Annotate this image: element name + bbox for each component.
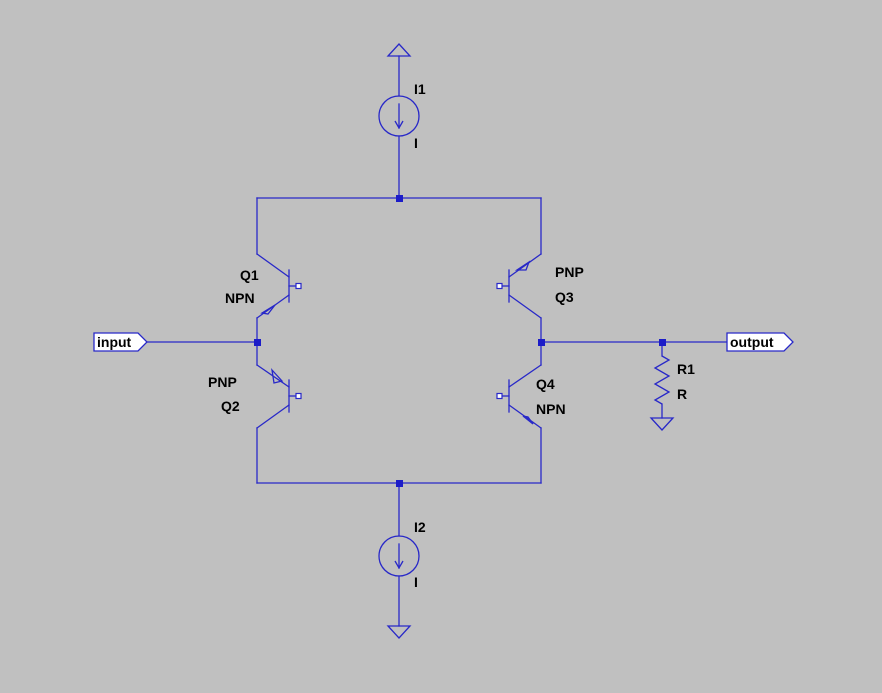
junction-output-node <box>538 339 545 346</box>
q4-name: Q4 <box>536 376 555 392</box>
q3-model: PNP <box>555 264 584 280</box>
q2-model: PNP <box>208 374 237 390</box>
output-port-label: output <box>730 334 774 350</box>
q4-model: NPN <box>536 401 566 417</box>
transistor-q2[interactable]: PNP Q2 <box>208 364 302 429</box>
output-port[interactable]: output <box>726 332 794 352</box>
current-source-i2[interactable]: I2 I <box>378 519 426 590</box>
junction-r1 <box>659 339 666 346</box>
i2-name: I2 <box>414 519 426 535</box>
i1-value: I <box>414 135 418 151</box>
q2-name: Q2 <box>221 398 240 414</box>
transistor-q1[interactable]: Q1 NPN <box>225 253 302 319</box>
i2-value: I <box>414 574 418 590</box>
i1-name: I1 <box>414 81 426 97</box>
wires <box>146 55 728 627</box>
ground-icon-i2 <box>386 625 412 639</box>
current-source-i1[interactable]: I1 I <box>378 81 426 151</box>
junctions <box>254 195 666 487</box>
q1-model: NPN <box>225 290 255 306</box>
vcc-icon <box>386 43 412 57</box>
ground-icon-r1 <box>649 417 675 431</box>
transistor-q4[interactable]: Q4 NPN <box>496 364 566 429</box>
r1-value: R <box>677 386 687 402</box>
input-port[interactable]: input <box>93 332 148 352</box>
r1-name: R1 <box>677 361 695 377</box>
junction-top <box>396 195 403 202</box>
junction-bottom <box>396 480 403 487</box>
q3-name: Q3 <box>555 289 574 305</box>
resistor-r1[interactable]: R1 R <box>653 355 695 405</box>
q1-name: Q1 <box>240 267 259 283</box>
junction-input <box>254 339 261 346</box>
transistor-q3[interactable]: PNP Q3 <box>496 253 584 319</box>
input-port-label: input <box>97 334 132 350</box>
